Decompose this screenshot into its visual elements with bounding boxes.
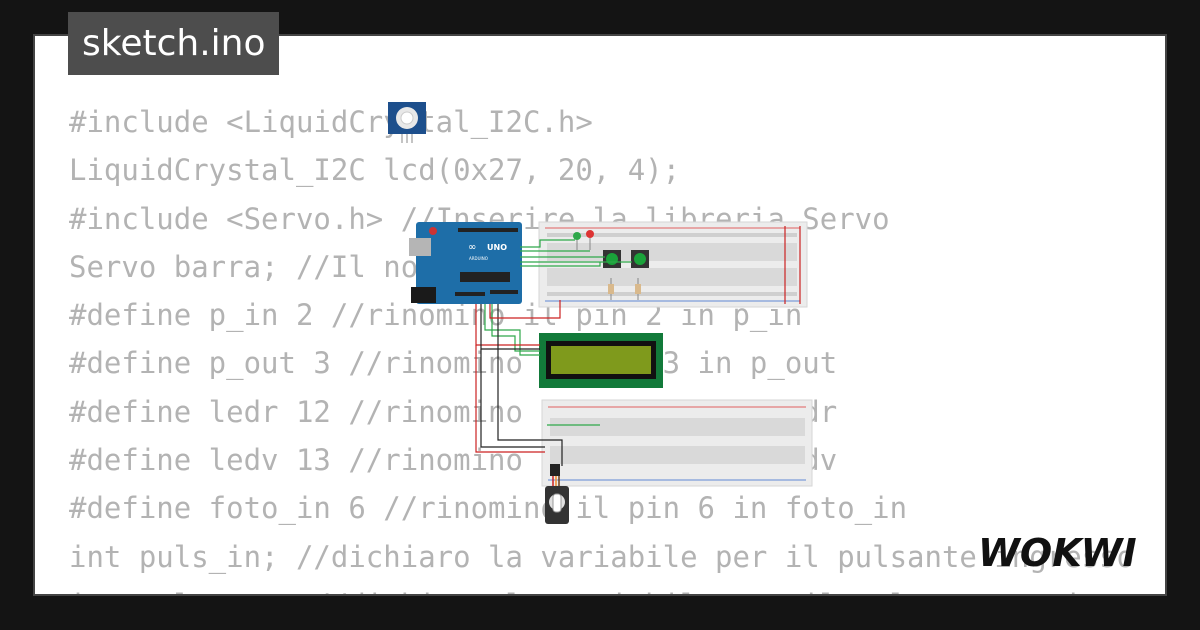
- pir-sensor[interactable]: [388, 102, 426, 143]
- resistor-1: [608, 278, 614, 300]
- file-tab-label: sketch.ino: [82, 23, 266, 64]
- breadboard-bottom[interactable]: [541, 399, 813, 487]
- board-model: UNO: [487, 243, 507, 252]
- wokwi-logo: WOKWI: [978, 531, 1137, 575]
- code-line: LiquidCrystal_I2C lcd(0x27, 20, 4);: [69, 153, 681, 188]
- code-line: int puls_in; //dichiaro la variabile per…: [69, 539, 1135, 574]
- code-line: #define foto_in 6 //rinomino il pin 6 in…: [69, 491, 908, 526]
- led-green[interactable]: [573, 232, 581, 250]
- file-tab[interactable]: sketch.ino: [68, 12, 280, 75]
- lcd-display[interactable]: [539, 333, 663, 388]
- arduino-uno-board[interactable]: ∞ UNO ARDUINO: [409, 222, 522, 304]
- breadboard-top[interactable]: [538, 221, 808, 308]
- wokwi-logo-text: WOKWI: [978, 531, 1137, 575]
- board-maker: ARDUINO: [469, 256, 488, 261]
- code-line: int puls_out; //dichiaro la variabile pe…: [69, 581, 1165, 594]
- push-button-exit[interactable]: [631, 250, 649, 268]
- resistor-2: [635, 278, 641, 300]
- push-button-entry[interactable]: [603, 250, 621, 268]
- led-red[interactable]: [586, 230, 594, 250]
- preview-card: #include <LiquidCrystal_I2C.h>LiquidCrys…: [33, 34, 1167, 596]
- servo-motor[interactable]: [545, 464, 569, 524]
- wiring: [475, 239, 632, 466]
- board-brand: ∞: [468, 242, 476, 253]
